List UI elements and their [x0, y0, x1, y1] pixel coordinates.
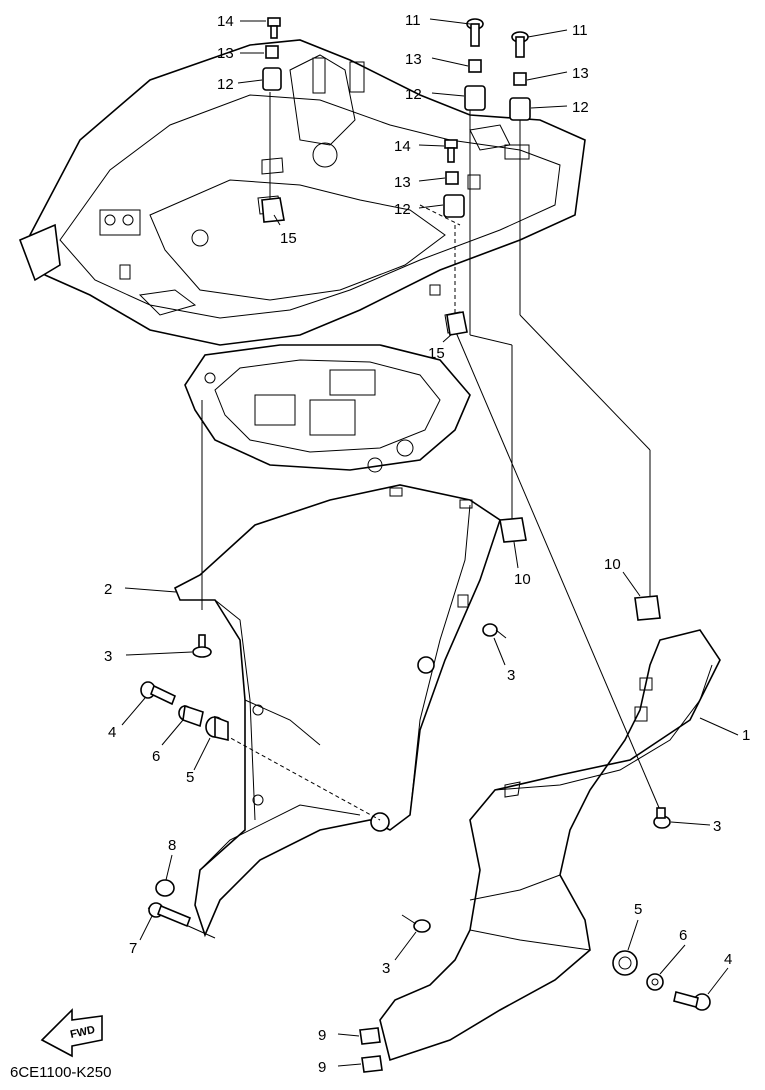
callout-6: 6: [679, 927, 687, 944]
callout-2: 2: [104, 581, 112, 598]
screw-3-c: [653, 807, 671, 829]
clip-15-a: [261, 197, 285, 223]
screw-3-b: [482, 623, 507, 639]
bolt-14-upper-left: [267, 17, 281, 39]
callout-14: 14: [394, 138, 411, 155]
callout-13: 13: [405, 51, 422, 68]
collar-6-right: [646, 973, 664, 991]
callout-9: 9: [318, 1027, 326, 1044]
drawing-code: 6CE1100-K250: [10, 1064, 111, 1081]
callout-14: 14: [217, 13, 234, 30]
bolt-7: [148, 902, 192, 928]
callout-6: 6: [152, 748, 160, 765]
top-cowling: [18, 39, 586, 346]
grommet-12-d: [443, 194, 465, 218]
callout-11: 11: [572, 22, 588, 39]
grommet-12-c: [509, 97, 531, 121]
nut-10-a: [499, 517, 527, 543]
callout-9: 9: [318, 1059, 326, 1076]
bottom-cowling-port: [173, 484, 501, 938]
callout-13: 13: [572, 65, 589, 82]
callout-10: 10: [514, 571, 531, 588]
callout-3: 3: [507, 667, 515, 684]
grommet-12-a: [262, 67, 282, 91]
bottom-cowling-starboard: [379, 629, 721, 1062]
collar-6-left: [178, 704, 204, 728]
leader-lines: [147, 92, 661, 939]
callout-13: 13: [394, 174, 411, 191]
nut-10-b: [634, 595, 661, 621]
forward-direction-arrow: FWD: [40, 1008, 103, 1058]
callout-11: 11: [405, 12, 421, 29]
hardware-parts: [140, 17, 711, 1073]
fwd-label: FWD: [69, 1024, 96, 1041]
callout-1: 1: [742, 727, 750, 744]
bolt-14-center: [444, 139, 458, 163]
screw-3-d: [401, 914, 431, 933]
bolt-11-center: [466, 18, 484, 47]
callout-10: 10: [604, 556, 621, 573]
exhaust-guide-plate: [184, 344, 471, 473]
callout-12: 12: [217, 76, 234, 93]
callout-13: 13: [217, 45, 234, 62]
callout-15: 15: [428, 345, 445, 362]
callout-8: 8: [168, 837, 176, 854]
clip-15-b: [446, 311, 468, 336]
callout-5: 5: [186, 769, 194, 786]
grommet-8: [155, 879, 175, 897]
callout-leaders: [121, 18, 739, 1067]
callout-7: 7: [129, 940, 137, 957]
nut-9-a: [359, 1027, 381, 1045]
callout-labels: 14 13 12 15 11 13 12 11 13 12 14 13 12 1…: [104, 12, 750, 1076]
collar-13-a: [265, 45, 279, 59]
callout-4: 4: [108, 724, 116, 741]
callout-4: 4: [724, 951, 732, 968]
collar-13-b: [468, 59, 482, 73]
grommet-12-b: [464, 85, 486, 111]
callout-3: 3: [104, 648, 112, 665]
callout-3: 3: [382, 960, 390, 977]
collar-13-d: [445, 171, 459, 185]
bolt-4-right: [673, 991, 711, 1011]
bolt-11-right: [511, 31, 529, 58]
callout-5: 5: [634, 901, 642, 918]
callout-3: 3: [713, 818, 721, 835]
callout-15: 15: [280, 230, 297, 247]
screw-3-a: [192, 634, 212, 658]
callout-12: 12: [405, 86, 422, 103]
grommet-5-left: [205, 715, 229, 742]
collar-13-c: [513, 72, 527, 86]
grommet-5-right: [612, 950, 638, 976]
bolt-4-left: [140, 681, 177, 706]
nut-9-b: [361, 1055, 383, 1073]
callout-12: 12: [394, 201, 411, 218]
callout-12: 12: [572, 99, 589, 116]
